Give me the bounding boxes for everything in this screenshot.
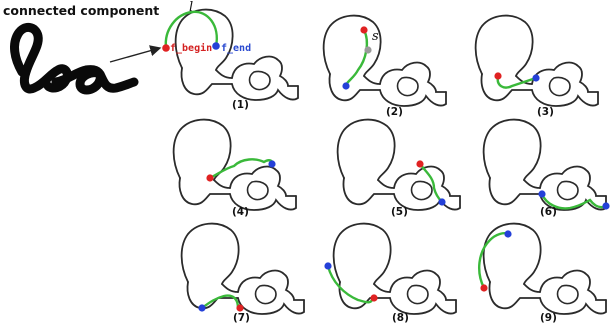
end-point (212, 42, 220, 50)
handwriting-ba (10, 23, 139, 95)
panel-9 (478, 222, 607, 315)
begin-point (198, 304, 206, 312)
length-label: l (189, 0, 194, 15)
fragment-path (164, 10, 218, 50)
begin-point (480, 284, 488, 292)
figure-title: connected component (3, 3, 160, 18)
fragment-path (540, 192, 608, 210)
begin-point (162, 44, 170, 52)
fragment-path (326, 264, 374, 304)
panel-4 (172, 118, 297, 211)
begin-point (416, 160, 424, 168)
panel-9-caption: (9) (540, 312, 557, 324)
panel-8 (324, 222, 457, 315)
split-label: s (372, 29, 379, 44)
begin-label: f_begin (170, 43, 213, 54)
fragment-path (478, 232, 510, 290)
end-point (342, 82, 350, 90)
end-point (504, 230, 512, 238)
begin-point (360, 26, 368, 34)
panel-1-caption: (1) (232, 99, 249, 111)
begin-point (324, 262, 332, 270)
panel-7-caption: (7) (233, 312, 250, 324)
panel-7 (180, 222, 305, 315)
end-point (236, 304, 244, 312)
panel-6-caption: (6) (540, 206, 557, 218)
panel-3 (474, 14, 599, 107)
panel-6 (482, 118, 610, 211)
end-label: f_end (221, 43, 252, 54)
panel-5-caption: (5) (391, 206, 408, 218)
begin-point (494, 72, 502, 80)
end-point (438, 198, 446, 206)
panel-4-caption: (4) (232, 206, 249, 218)
panel-3-caption: (3) (537, 106, 554, 118)
fragment-path (344, 28, 369, 88)
begin-point (538, 190, 546, 198)
panel-2-caption: (2) (386, 106, 403, 118)
fragment-path (200, 294, 240, 310)
end-point (268, 160, 276, 168)
begin-point (206, 174, 214, 182)
end-point (370, 294, 378, 302)
panel-2 (322, 14, 447, 107)
panel-8-caption: (8) (392, 312, 409, 324)
end-point (602, 202, 610, 210)
panel-5 (336, 118, 461, 211)
end-point (532, 74, 540, 82)
arrow (109, 45, 162, 63)
split-point (364, 46, 372, 54)
panel-1 (162, 8, 299, 101)
